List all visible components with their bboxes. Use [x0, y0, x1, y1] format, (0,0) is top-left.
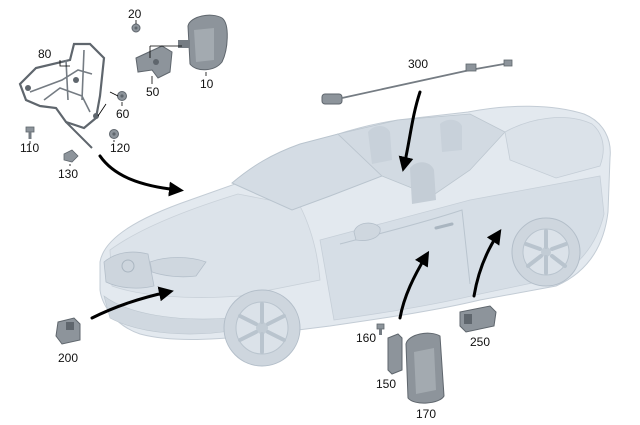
car-star-emblem	[121, 259, 135, 273]
car-trunk	[504, 117, 604, 179]
car-windshield	[231, 133, 383, 211]
car-grille	[103, 251, 155, 289]
part-label-10: 10	[200, 77, 214, 91]
part-label-110: 110	[20, 141, 40, 155]
part-120-nut	[109, 129, 119, 139]
car-door-handle	[434, 222, 454, 230]
arrow-cable-to-interior	[398, 90, 422, 172]
part-60-nut	[117, 91, 127, 101]
part-20-nut	[131, 23, 141, 33]
car-door-line	[339, 209, 471, 285]
part-label-200: 200	[58, 351, 79, 365]
car-seat-rear	[440, 119, 462, 152]
part-label-120: 120	[110, 141, 131, 155]
part-250-module	[459, 305, 497, 333]
part-130-clip	[63, 149, 79, 163]
car-seat-front	[368, 126, 392, 164]
part-170-cover	[405, 332, 445, 404]
arrow-unit-to-door	[398, 250, 430, 320]
arrows	[90, 90, 502, 320]
part-label-160: 160	[356, 331, 377, 345]
car-front-wheel	[223, 289, 301, 367]
arrow-sensor-to-front	[90, 286, 174, 320]
part-300-cable	[321, 59, 513, 105]
car-side-panel	[319, 175, 605, 321]
convertible-car-illustration	[99, 105, 611, 367]
part-label-20: 20	[128, 7, 142, 21]
car-headlight	[149, 257, 207, 278]
part-label-130: 130	[58, 167, 79, 181]
part-110-screw	[25, 126, 35, 139]
part-label-250: 250	[470, 335, 491, 349]
car-side-mirror	[353, 222, 381, 241]
part-160-screw	[376, 323, 385, 335]
arrow-module-to-side	[472, 229, 502, 298]
part-label-300: 300	[408, 57, 429, 71]
car-seat-driver	[410, 162, 436, 204]
part-200-sensor	[55, 317, 81, 345]
arrow-bracket-to-hood	[98, 154, 184, 197]
leader-lines	[29, 20, 207, 166]
part-10-module	[178, 14, 228, 71]
part-80-frame	[18, 42, 106, 149]
part-label-80: 80	[38, 47, 52, 61]
part-label-150: 150	[376, 377, 397, 391]
part-label-170: 170	[416, 407, 437, 421]
part-label-60: 60	[116, 107, 130, 121]
part-label-50: 50	[146, 85, 160, 99]
part-150-unit	[387, 333, 403, 375]
part-50-bracket	[135, 45, 173, 79]
car-rear-wheel	[511, 217, 581, 287]
